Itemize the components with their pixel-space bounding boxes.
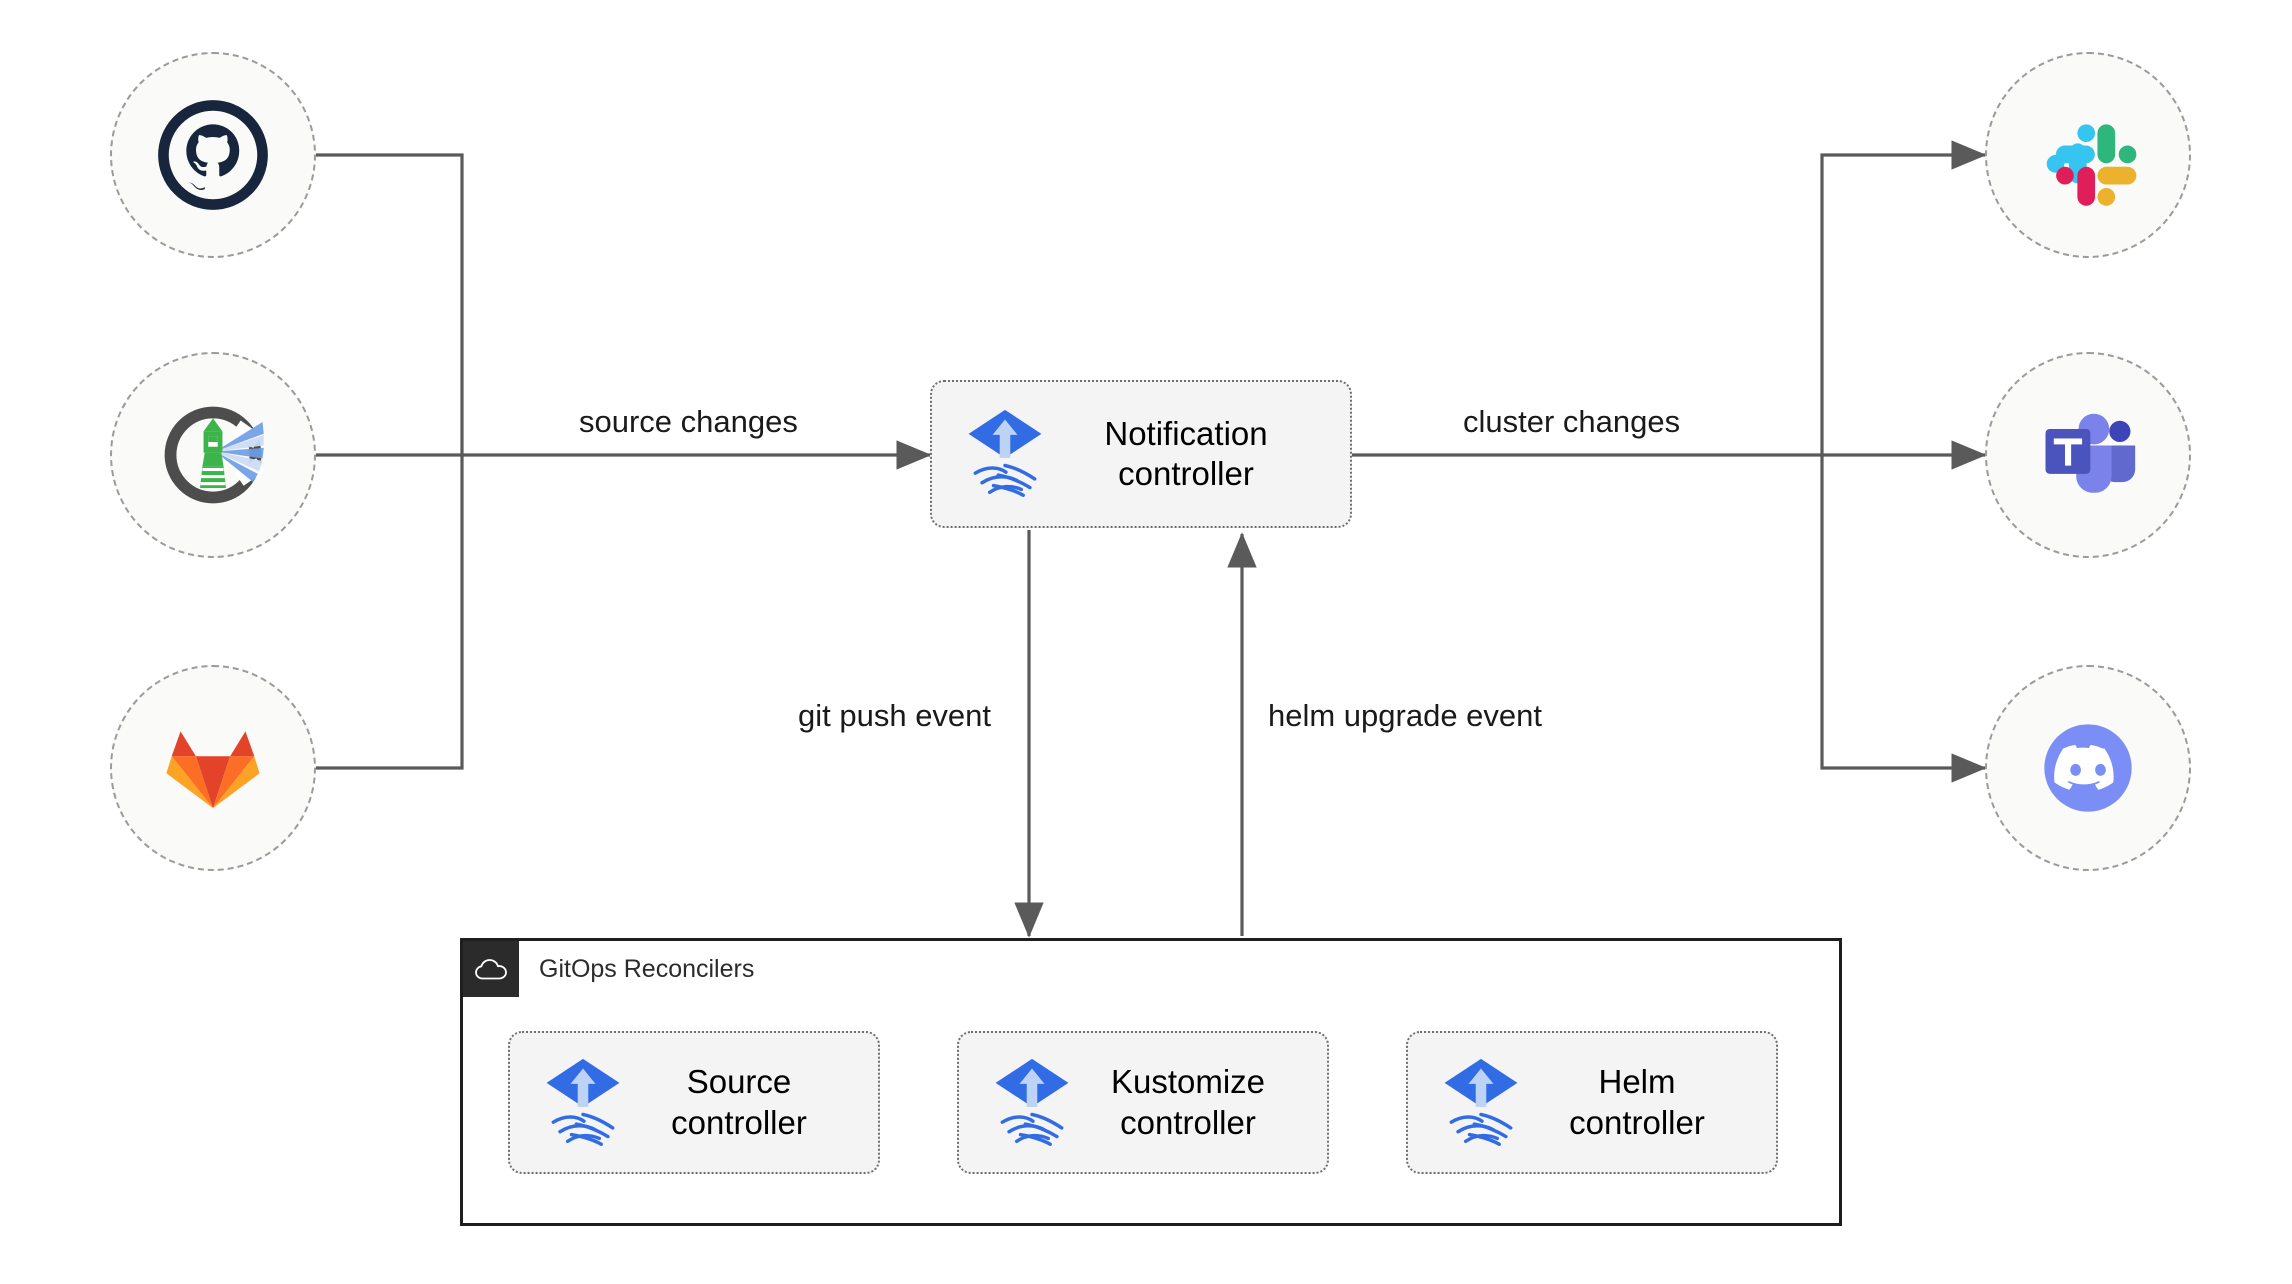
edge-label-git-push-event: git push event bbox=[798, 698, 992, 733]
target-node-teams[interactable] bbox=[1985, 352, 2191, 558]
kustomize-controller-box[interactable]: Kustomize controller bbox=[957, 1031, 1329, 1174]
edge-rightbus-to-slack bbox=[1820, 140, 1987, 455]
edge-github-to-bus bbox=[312, 153, 464, 375]
notification-controller-label: Notification controller bbox=[1104, 414, 1268, 492]
gitops-reconcilers-group: GitOps Reconcilers Source controller bbox=[460, 938, 1842, 1226]
source-node-github[interactable] bbox=[110, 52, 316, 258]
flux-icon bbox=[995, 1058, 1069, 1146]
source-controller-box[interactable]: Source controller bbox=[508, 1031, 880, 1174]
edge-label-helm-upgrade-event: helm upgrade event bbox=[1268, 698, 1543, 733]
helm-controller-label: Helm controller bbox=[1569, 1063, 1705, 1141]
cloud-icon bbox=[475, 959, 507, 980]
flux-icon bbox=[546, 1058, 620, 1146]
source-node-harbor[interactable] bbox=[110, 352, 316, 558]
slack-icon bbox=[2046, 124, 2137, 206]
gitops-group-header: GitOps Reconcilers bbox=[463, 941, 754, 997]
source-node-gitlab[interactable] bbox=[110, 665, 316, 871]
gitops-group-title: GitOps Reconcilers bbox=[539, 954, 755, 983]
harbor-lighthouse-icon bbox=[164, 406, 265, 504]
flux-icon bbox=[968, 409, 1042, 497]
microsoft-teams-icon bbox=[2045, 413, 2136, 493]
edge-rightbus-to-discord bbox=[1820, 455, 1987, 783]
discord-icon bbox=[2044, 724, 2132, 812]
edge-label-cluster-changes: cluster changes bbox=[1463, 404, 1681, 439]
notification-controller-box[interactable]: Notification controller bbox=[930, 380, 1352, 528]
edge-gitlab-to-bus bbox=[312, 375, 464, 770]
flux-icon bbox=[1444, 1058, 1518, 1146]
target-node-discord[interactable] bbox=[1985, 665, 2191, 871]
edge-label-source-changes: source changes bbox=[579, 404, 798, 439]
kustomize-controller-label: Kustomize controller bbox=[1110, 1063, 1266, 1141]
gitlab-icon bbox=[166, 731, 260, 809]
target-node-slack[interactable] bbox=[1985, 52, 2191, 258]
helm-controller-box[interactable]: Helm controller bbox=[1406, 1031, 1778, 1174]
cloud-icon-badge bbox=[463, 941, 519, 997]
github-icon bbox=[158, 100, 268, 210]
source-controller-label: Source controller bbox=[671, 1063, 807, 1141]
